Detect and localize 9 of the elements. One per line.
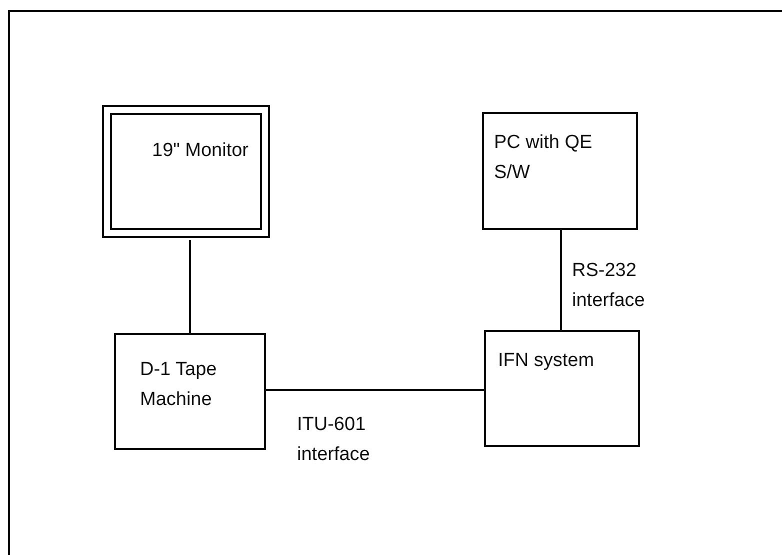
device-label: D-1 Tape Machine: [140, 358, 218, 412]
connector-line: [560, 230, 562, 330]
device-box: [482, 112, 638, 230]
device-box: [484, 330, 640, 447]
device-label: IFN system: [498, 349, 596, 373]
connector-line: [266, 389, 484, 391]
device-label: PC with QE S/W: [494, 131, 594, 186]
device-label: 19" Monitor: [152, 139, 250, 163]
device-box: [114, 333, 266, 450]
